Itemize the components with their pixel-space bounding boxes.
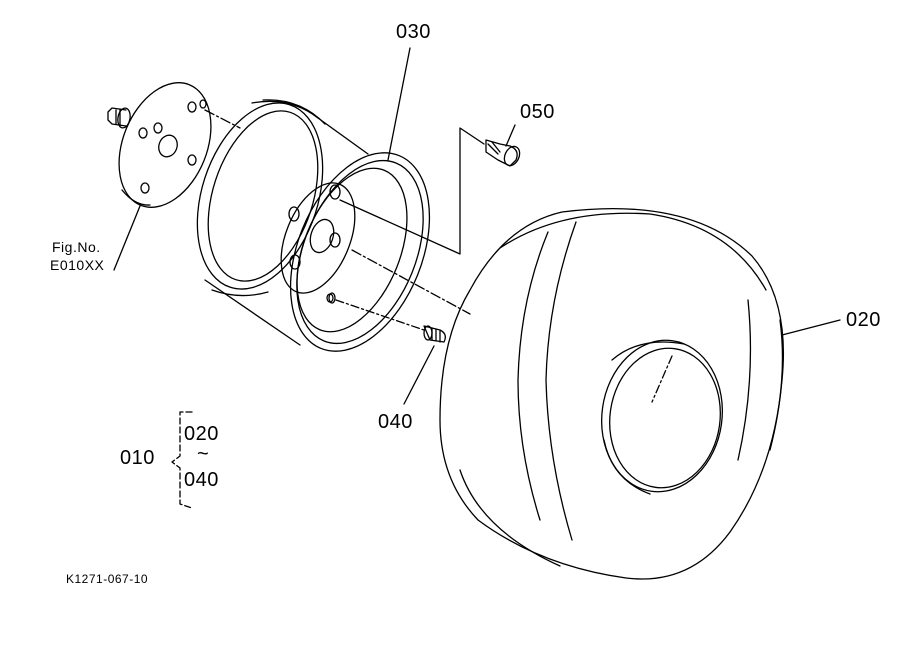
assembly-range-start: 020	[184, 423, 219, 445]
bolt	[339, 124, 521, 255]
assembly-range-end: 040	[184, 469, 219, 491]
assembly-part-number: 010	[120, 447, 155, 469]
fig-code: E010XX	[50, 257, 105, 273]
assembly-bracket	[171, 411, 193, 509]
rim	[196, 47, 471, 352]
bolt-part-number: 050	[520, 101, 555, 123]
valve-stem	[335, 299, 446, 405]
tire	[439, 207, 841, 580]
valve-part-number: 040	[378, 411, 413, 433]
drawing-number: K1271-067-10	[66, 572, 149, 586]
assembly-range-separator: ~	[197, 443, 210, 465]
rim-part-number: 030	[396, 21, 431, 43]
hub-assembly	[107, 82, 241, 271]
tire-part-number: 020	[846, 309, 881, 331]
fig-no-label: Fig.No.	[52, 239, 101, 255]
